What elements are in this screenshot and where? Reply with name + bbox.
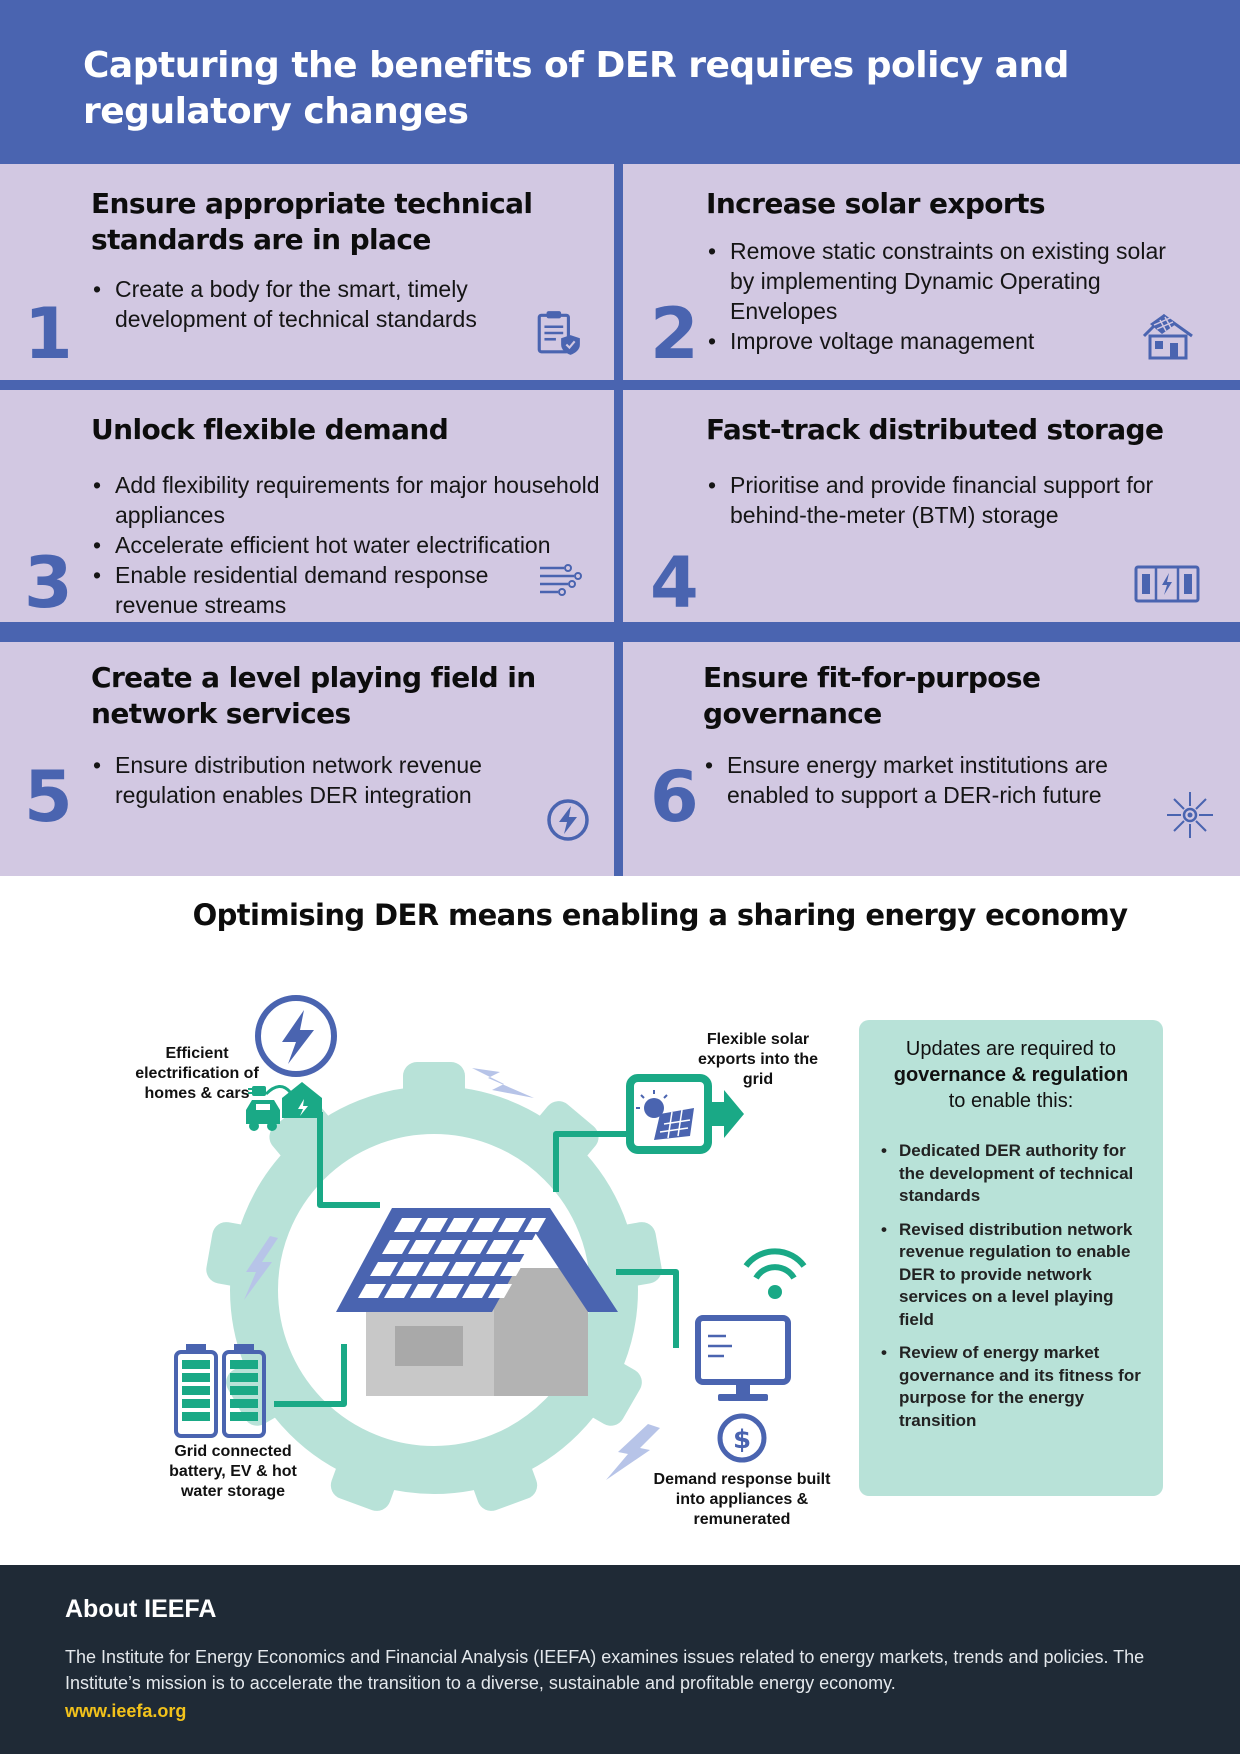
list-item: Review of energy market governance and i… bbox=[881, 1342, 1149, 1432]
list-item: Dedicated DER authority for the developm… bbox=[881, 1140, 1149, 1208]
policy-number: 1 bbox=[24, 293, 73, 375]
policy-number: 2 bbox=[650, 293, 699, 375]
policy-card-1: Ensure appropriate technical standards a… bbox=[0, 164, 614, 380]
solar-house-icon bbox=[1142, 314, 1193, 360]
info-box-heading: Updates are required to governance & reg… bbox=[893, 1038, 1129, 1112]
policy-bullet: Enable residential demand response reven… bbox=[91, 560, 601, 620]
policy-bullet: Ensure distribution network revenue regu… bbox=[91, 750, 561, 810]
policy-bullets: Add flexibility requirements for major h… bbox=[91, 470, 601, 620]
policy-bullet: Accelerate efficient hot water electrifi… bbox=[91, 530, 601, 560]
label-solar-exports: Flexible solar exports into the grid bbox=[697, 1031, 818, 1088]
policy-title: Ensure fit-for-purpose governance bbox=[703, 661, 1041, 730]
policy-grid: Ensure appropriate technical standards a… bbox=[0, 164, 1240, 876]
diagram-title: Optimising DER means enabling a sharing … bbox=[192, 898, 1128, 932]
connector-lines bbox=[274, 1112, 679, 1407]
policy-bullet: Add flexibility requirements for major h… bbox=[91, 470, 601, 530]
policy-number: 4 bbox=[650, 542, 699, 624]
page-title: Capturing the benefits of DER requires p… bbox=[83, 45, 1069, 132]
info-box-heading-bold: governance & regulation bbox=[893, 1064, 1129, 1086]
policy-bullets: Ensure distribution network revenue regu… bbox=[91, 750, 561, 810]
governance-info-box: Updates are required to governance & reg… bbox=[859, 1020, 1163, 1496]
label-demand-response: Demand response built into appliances & … bbox=[653, 1471, 831, 1528]
label-storage: Grid connected battery, EV & hot water s… bbox=[169, 1443, 297, 1500]
battery-storage-icon bbox=[1134, 565, 1200, 603]
policy-title: Create a level playing field in network … bbox=[91, 661, 536, 730]
policy-number: 6 bbox=[650, 756, 699, 838]
policy-number: 3 bbox=[24, 542, 73, 624]
label-electrification: Efficient electrification of homes & car… bbox=[135, 1045, 259, 1102]
svg-text:$: $ bbox=[733, 1425, 751, 1455]
policy-bullets: Remove static constraints on existing so… bbox=[706, 236, 1196, 356]
policy-card-4: Fast-track distributed storage Prioritis… bbox=[623, 390, 1240, 622]
clipboard-shield-icon bbox=[537, 311, 580, 355]
electrification-icon bbox=[246, 995, 337, 1131]
policy-card-2: Increase solar exports Remove static con… bbox=[623, 164, 1240, 380]
decorative-lightning-icons bbox=[244, 1068, 660, 1480]
policy-card-3: Unlock flexible demand Add flexibility r… bbox=[0, 390, 614, 622]
header-banner: Capturing the benefits of DER requires p… bbox=[0, 0, 1240, 164]
footer-website-link[interactable]: www.ieefa.org bbox=[65, 1701, 187, 1721]
policy-card-6: Ensure fit-for-purpose governance Ensure… bbox=[623, 642, 1240, 876]
policy-title: Unlock flexible demand bbox=[91, 413, 449, 446]
lightning-circle-icon bbox=[547, 799, 589, 841]
policy-title: Ensure appropriate technical standards a… bbox=[91, 187, 533, 256]
footer-description: The Institute for Energy Economics and F… bbox=[65, 1647, 1145, 1693]
network-hub-icon bbox=[1167, 792, 1213, 838]
policy-bullet: Create a body for the smart, timely deve… bbox=[91, 274, 531, 334]
policy-card-5: Create a level playing field in network … bbox=[0, 642, 614, 876]
wind-flow-icon bbox=[540, 564, 582, 596]
policy-title: Increase solar exports bbox=[706, 187, 1046, 220]
battery-icons bbox=[174, 1344, 266, 1438]
policy-bullet: Prioritise and provide financial support… bbox=[706, 470, 1176, 530]
solar-export-icon bbox=[626, 1074, 744, 1154]
policy-bullets: Create a body for the smart, timely deve… bbox=[91, 274, 531, 334]
list-item: Revised distribution network revenue reg… bbox=[881, 1219, 1149, 1332]
footer-heading: About IEEFA bbox=[65, 1595, 217, 1623]
policy-number: 5 bbox=[24, 756, 73, 838]
footer: About IEEFA The Institute for Energy Eco… bbox=[0, 1565, 1240, 1754]
policy-bullets: Ensure energy market institutions are en… bbox=[703, 750, 1173, 810]
policy-bullet: Remove static constraints on existing so… bbox=[706, 236, 1196, 326]
policy-bullets: Prioritise and provide financial support… bbox=[706, 470, 1176, 530]
info-box-list: Dedicated DER authority for the developm… bbox=[881, 1140, 1149, 1443]
policy-title: Fast-track distributed storage bbox=[706, 413, 1164, 446]
house-with-solar-roof bbox=[336, 1208, 618, 1396]
policy-bullet: Improve voltage management bbox=[706, 326, 1196, 356]
diagram-graphic: $ bbox=[174, 995, 807, 1511]
demand-response-icon: $ bbox=[695, 1248, 807, 1463]
policy-bullet: Ensure energy market institutions are en… bbox=[703, 750, 1173, 810]
sharing-economy-diagram: $ Efficient electrification of homes & c… bbox=[0, 960, 860, 1550]
